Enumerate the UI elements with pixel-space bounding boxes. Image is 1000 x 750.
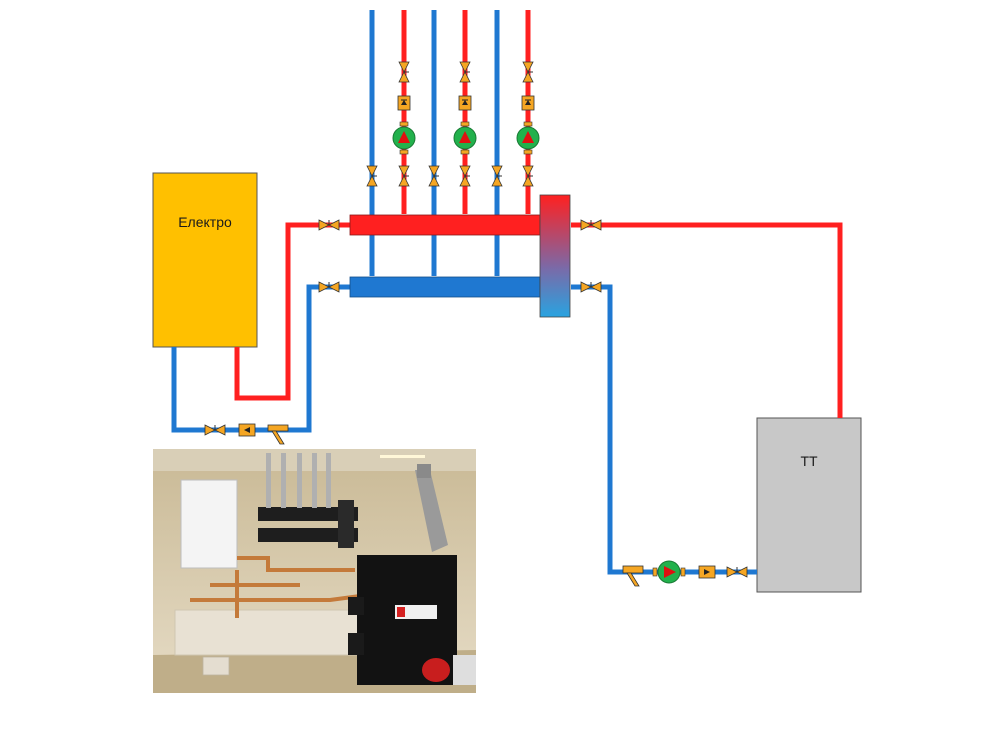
valve-icon (726, 566, 748, 578)
valve-icon (318, 219, 340, 231)
valve-icon (580, 219, 602, 231)
valve-icon (459, 61, 471, 83)
electric-return-fittings (204, 423, 289, 445)
check-valve-icon (397, 95, 411, 111)
check-valve-icon (521, 95, 535, 111)
electric-boiler (152, 172, 258, 348)
filter-icon (267, 424, 289, 445)
check-valve-icon (698, 565, 716, 579)
valve-icon (522, 165, 534, 187)
valve-icon (428, 165, 440, 187)
valve-icon (398, 165, 410, 187)
boiler-room-photo (153, 449, 476, 693)
valve-icon (318, 281, 340, 293)
supply-pipes (234, 10, 843, 418)
valve-icon (398, 61, 410, 83)
return-manifold (349, 276, 541, 298)
check-valve-icon (458, 95, 472, 111)
tt-return-fittings (622, 560, 748, 587)
pump-icon (516, 121, 540, 155)
valve-icon (366, 165, 378, 187)
valve-icon (580, 281, 602, 293)
pump-icon (453, 121, 477, 155)
check-valve-icon (238, 423, 256, 437)
valve-icon (522, 61, 534, 83)
filter-icon (622, 565, 644, 587)
valve-icon (204, 424, 226, 436)
pump-icon (392, 121, 416, 155)
solid-fuel-boiler-label: ТТ (800, 453, 818, 469)
valve-icon (459, 165, 471, 187)
electric-boiler-label: Електро (178, 214, 232, 230)
supply-manifold (349, 214, 541, 236)
pump-icon (652, 560, 686, 584)
solid-fuel-boiler (756, 417, 862, 593)
valve-icon (491, 165, 503, 187)
hydraulic-separator (539, 194, 571, 318)
